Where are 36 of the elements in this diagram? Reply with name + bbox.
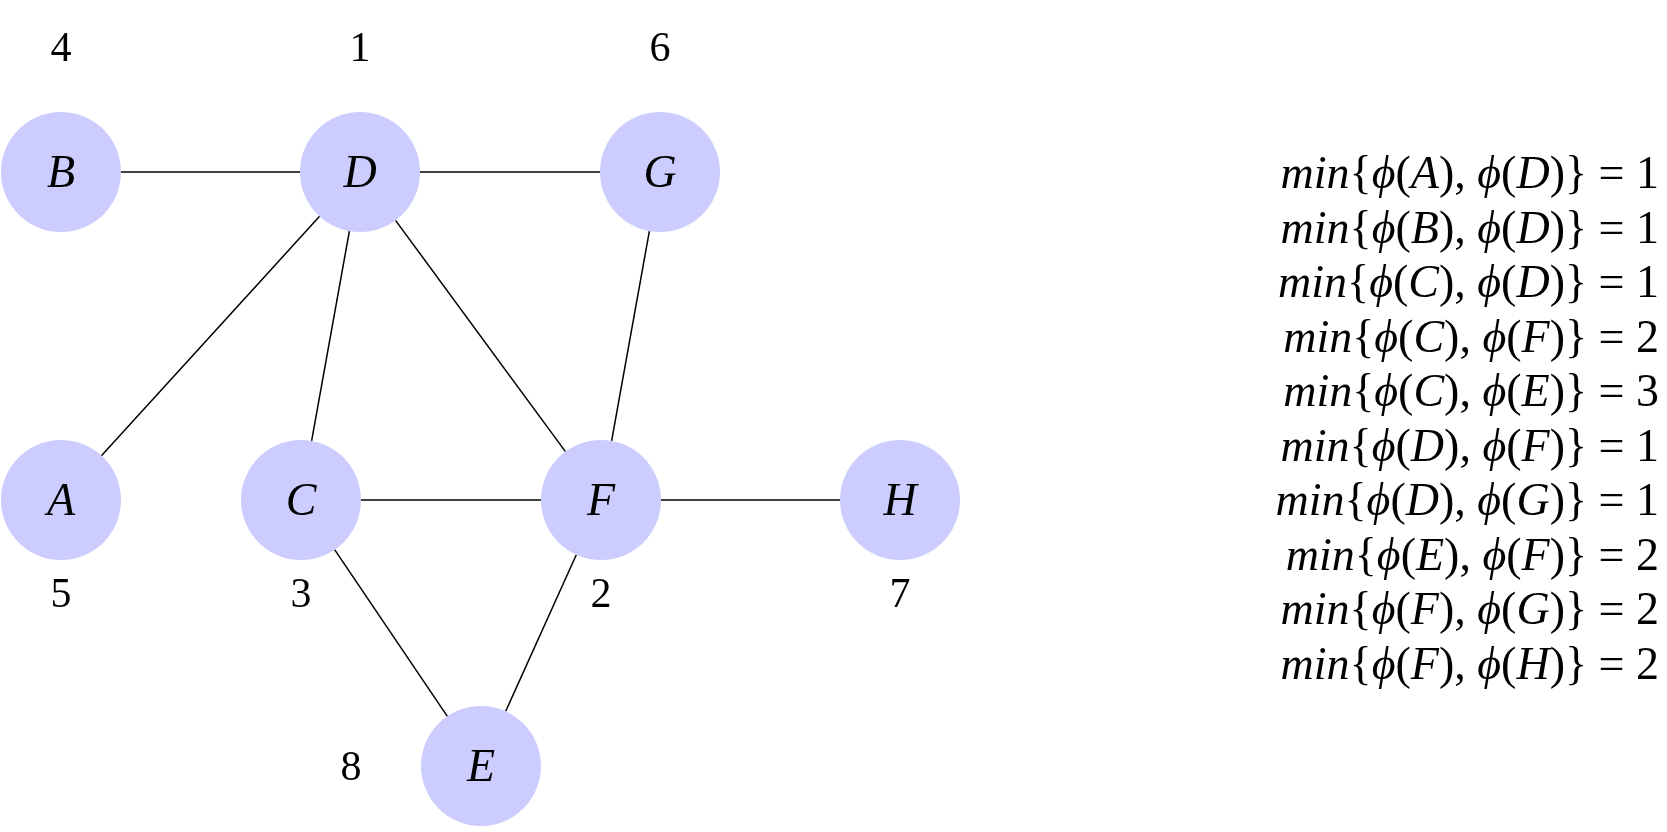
equation: min{ϕ(F), ϕ(H)} = 2 xyxy=(1280,636,1659,691)
vertex-weight: 6 xyxy=(648,23,672,72)
vertex-weight: 1 xyxy=(348,23,372,72)
edge-line xyxy=(120,171,301,173)
equation: min{ϕ(C), ϕ(D)} = 1 xyxy=(1278,255,1659,309)
vertex-label: D xyxy=(343,149,377,195)
edge-line xyxy=(100,215,321,457)
edge-line xyxy=(310,230,351,442)
vertex-weight: 2 xyxy=(589,569,613,618)
equation: min{ϕ(A), ϕ(D)} = 1 xyxy=(1280,146,1659,200)
equation: min{ϕ(D), ϕ(F)} = 1 xyxy=(1280,418,1659,473)
equation: min{ϕ(F), ϕ(G)} = 2 xyxy=(1280,582,1659,636)
vertex-label: H xyxy=(883,477,917,523)
vertex-label: C xyxy=(285,477,317,523)
vertex-label: G xyxy=(643,149,677,195)
equation: min{ϕ(D), ϕ(G)} = 1 xyxy=(1275,473,1659,527)
vertex-label: B xyxy=(46,149,76,195)
edge-line xyxy=(660,499,841,501)
equation: min{ϕ(B), ϕ(D)} = 1 xyxy=(1280,200,1659,255)
edge-line xyxy=(610,230,651,442)
edge-line xyxy=(419,171,601,173)
vertex-label: A xyxy=(46,477,76,523)
equation: min{ϕ(C), ϕ(E)} = 3 xyxy=(1283,364,1659,418)
edge-line xyxy=(360,499,542,501)
vertex-label: E xyxy=(466,743,496,789)
edge-line xyxy=(394,219,567,453)
equation: min{ϕ(C), ϕ(F)} = 2 xyxy=(1283,309,1659,364)
edge-line xyxy=(504,553,578,713)
vertex-weight: 4 xyxy=(49,23,73,72)
equation: min{ϕ(E), ϕ(F)} = 2 xyxy=(1285,527,1659,582)
vertex-weight: 5 xyxy=(49,569,73,618)
vertex-label: F xyxy=(586,477,616,523)
vertex-weight: 3 xyxy=(289,569,313,618)
vertex-weight: 7 xyxy=(888,569,912,618)
edge-line xyxy=(333,548,449,718)
vertex-weight: 8 xyxy=(339,742,363,791)
